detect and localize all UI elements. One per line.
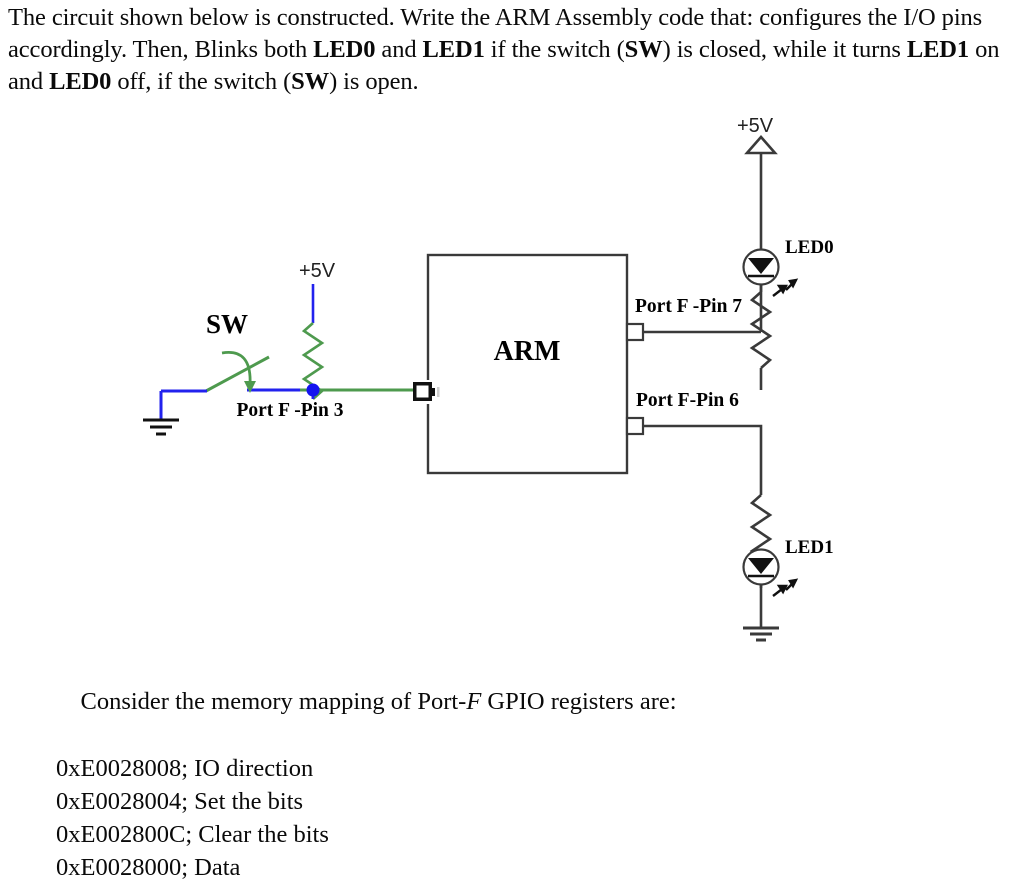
question-run: off, if the switch (	[111, 67, 292, 95]
led0-diode-triangle-icon	[748, 258, 774, 274]
register-description: ; Data	[181, 854, 241, 882]
led1-device	[742, 548, 799, 597]
led0-label: LED0	[785, 237, 834, 258]
register-description: ; Set the bits	[181, 787, 304, 815]
question-run: The circuit shown below is constructed. …	[8, 4, 983, 63]
led1-label: LED1	[785, 537, 834, 558]
memory-notes-intro-before: Consider the memory mapping of Port-	[80, 688, 467, 716]
question-emphasis: LED1	[422, 35, 485, 63]
ground-led1-icon	[743, 626, 779, 642]
register-address: 0xE0028000	[56, 854, 182, 882]
pin6-label: Port F-Pin 6	[636, 390, 739, 411]
pin3-terminal	[413, 382, 440, 401]
switch-lever	[205, 355, 270, 393]
led0-emission-rays-icon	[772, 278, 799, 297]
arm-chip: ARM	[426, 253, 629, 475]
pin7-label: Port F -Pin 7	[635, 296, 742, 317]
supply-label-led0: +5V	[737, 115, 774, 137]
circuit-diagram: +5V	[0, 110, 1024, 655]
question-emphasis: SW	[624, 35, 663, 63]
register-description: ; IO direction	[181, 754, 314, 782]
register-address: 0xE0028004	[56, 787, 182, 815]
memory-notes-port-letter: F	[466, 688, 482, 716]
memory-notes-intro: Consider the memory mapping of Port-F GP…	[56, 652, 956, 752]
memory-notes-intro-after: GPIO registers are:	[481, 688, 677, 716]
question-run: ) is open.	[329, 67, 419, 95]
question-emphasis: LED0	[313, 35, 376, 63]
question-emphasis: SW	[291, 67, 330, 95]
question-run: on and	[8, 35, 1000, 95]
ground-switch-icon	[143, 418, 179, 436]
question-run: if the switch (	[484, 35, 625, 63]
led0-device	[742, 248, 799, 297]
arm-chip-box	[426, 253, 629, 475]
register-description: ; Clear the bits	[185, 820, 329, 848]
switch-label: SW	[206, 309, 248, 339]
pin6-terminal	[625, 416, 645, 436]
register-line: 0xE002800C; Clear the bits	[56, 818, 956, 851]
register-address: 0xE002800C	[56, 820, 186, 848]
supply-arrow-icon	[744, 135, 778, 155]
led1-diode-triangle-icon	[748, 558, 774, 574]
switch-actuation-arrow-icon	[221, 351, 256, 393]
question-text: The circuit shown below is constructed. …	[8, 2, 1020, 98]
question-run: and	[375, 35, 423, 63]
register-line: 0xE0028008; IO direction	[56, 752, 956, 785]
register-line: 0xE0028004; Set the bits	[56, 785, 956, 818]
question-run: ) is closed, while it turns	[662, 35, 907, 63]
pin3-label: Port F -Pin 3	[236, 400, 343, 421]
register-line: 0xE0028000; Data	[56, 851, 956, 884]
register-address: 0xE0028008	[56, 754, 182, 782]
memory-mapping-notes: Consider the memory mapping of Port-F GP…	[56, 652, 956, 884]
question-emphasis: LED1	[906, 35, 970, 63]
pin7-terminal	[625, 322, 645, 342]
node-dot-pin3	[306, 383, 320, 397]
question-emphasis: LED0	[49, 67, 112, 95]
led1-emission-rays-icon	[772, 578, 799, 597]
pin6-wire	[643, 424, 763, 495]
arm-chip-label: ARM	[494, 336, 561, 367]
supply-label-switch: +5V	[299, 260, 336, 282]
